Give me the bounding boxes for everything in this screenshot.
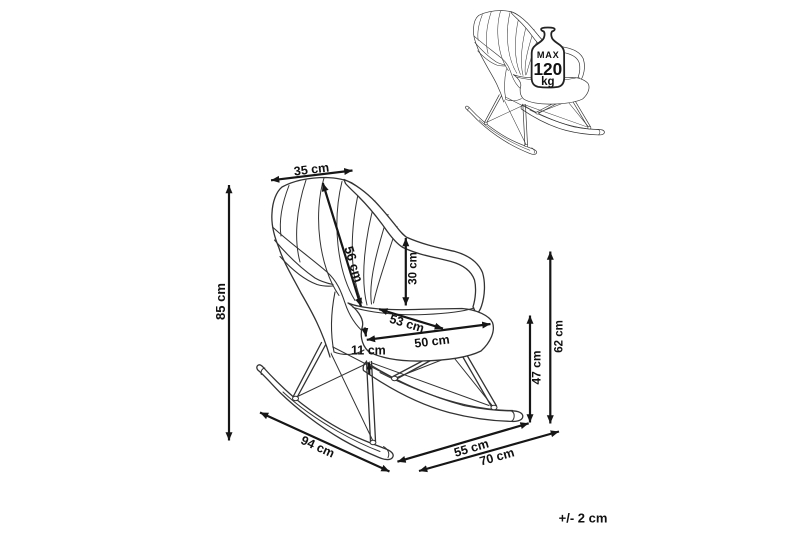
svg-text:47 cm: 47 cm — [529, 350, 543, 384]
svg-text:30 cm: 30 cm — [408, 252, 420, 285]
svg-text:MAX: MAX — [537, 50, 560, 60]
svg-text:50 cm: 50 cm — [414, 332, 451, 350]
svg-text:11 cm: 11 cm — [351, 344, 386, 358]
svg-text:120: 120 — [533, 59, 562, 79]
svg-text:62 cm: 62 cm — [554, 320, 566, 353]
svg-text:35 cm: 35 cm — [293, 160, 330, 178]
svg-text:kg: kg — [541, 76, 554, 88]
svg-text:+/- 2 cm: +/- 2 cm — [559, 511, 608, 526]
svg-text:85 cm: 85 cm — [213, 283, 228, 320]
